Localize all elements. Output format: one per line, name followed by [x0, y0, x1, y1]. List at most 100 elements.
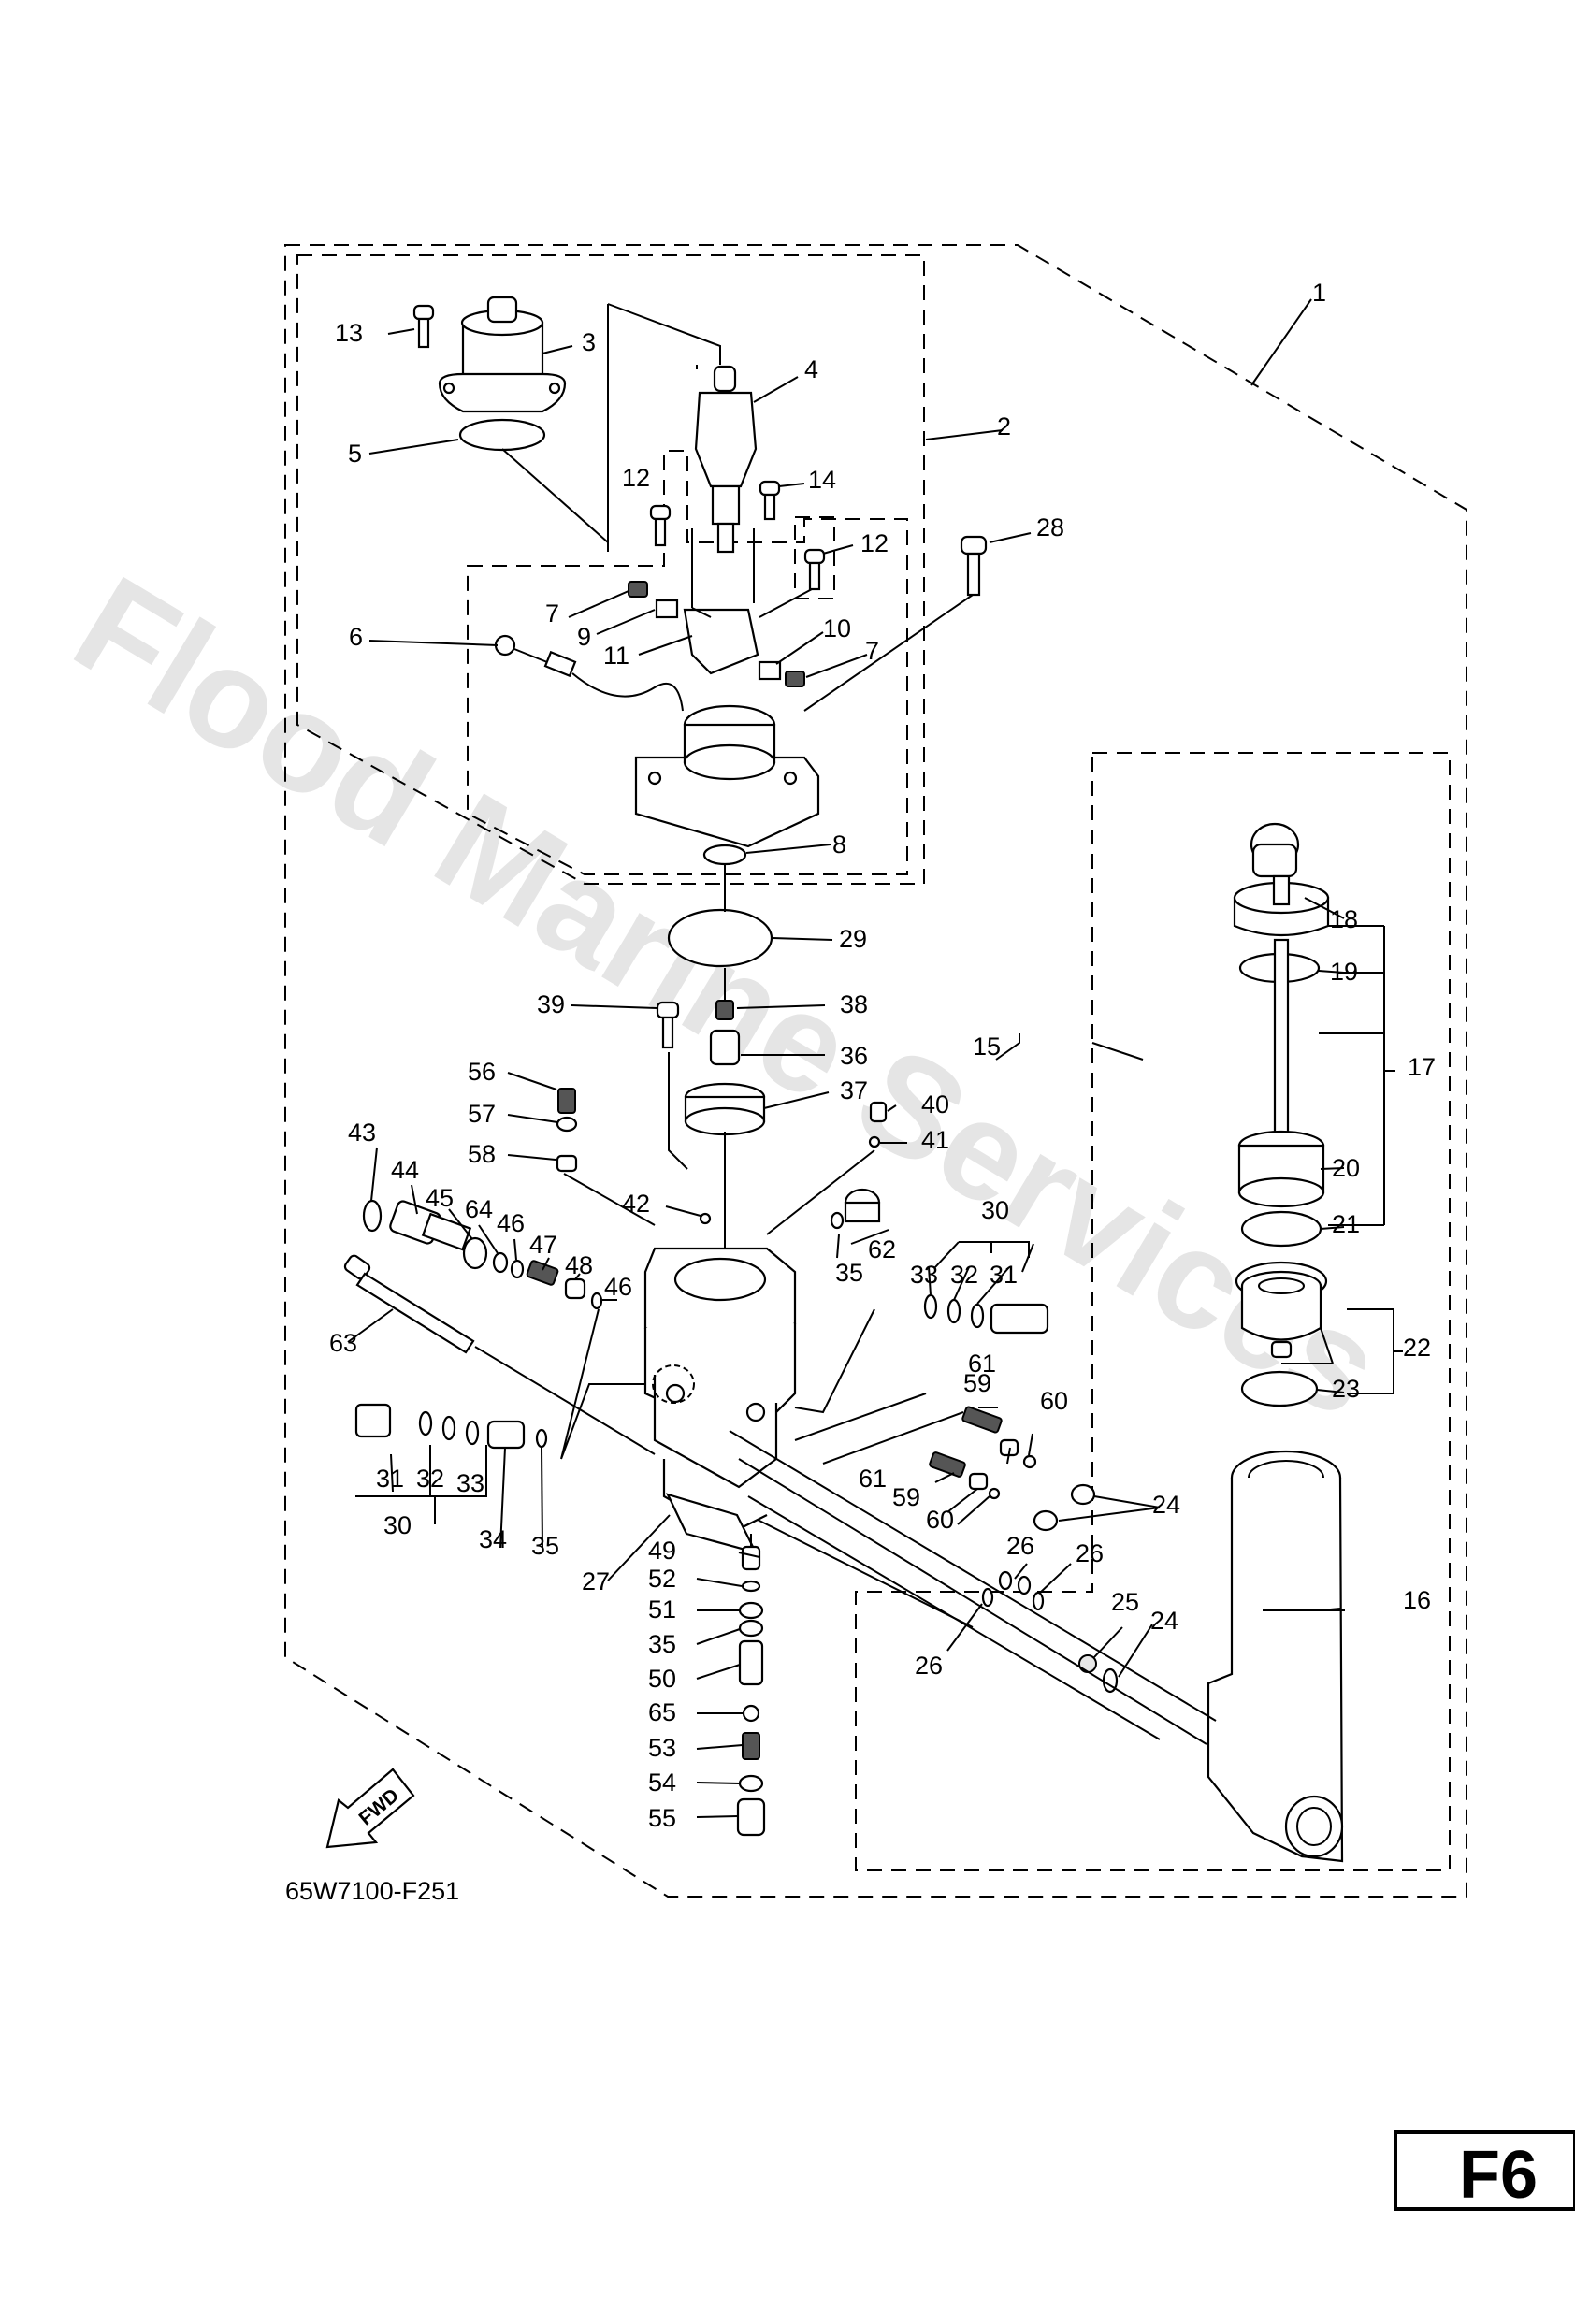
screw-part-49 [741, 1545, 761, 1571]
callout-c18: 18 [1330, 905, 1358, 933]
callout-c21: 21 [1332, 1210, 1360, 1238]
plug-part-58 [556, 1154, 578, 1173]
spring-part-61b [929, 1451, 966, 1478]
o-ring-part-32b [946, 1298, 961, 1324]
callout-c31a: 31 [990, 1261, 1018, 1289]
callout-c19: 19 [1330, 958, 1358, 986]
callout-c62: 62 [868, 1235, 896, 1263]
motor-part-3 [438, 296, 567, 413]
spring-part-7b [785, 671, 805, 687]
callout-c35b: 35 [648, 1630, 676, 1658]
callout-c50: 50 [648, 1665, 676, 1693]
o-ring-part-35a [535, 1428, 548, 1449]
callout-c57: 57 [468, 1100, 496, 1128]
o-ring-part-24-upper [1070, 1483, 1096, 1506]
callout-c32b: 32 [416, 1465, 444, 1493]
plug-part-31b [990, 1303, 1049, 1335]
block-part-10 [758, 660, 782, 681]
bolt-part-28 [960, 535, 988, 597]
callout-c26a: 26 [1006, 1532, 1034, 1560]
ball-part-60b [988, 1487, 1001, 1500]
callout-c35c: 35 [835, 1259, 863, 1287]
callout-c36: 36 [840, 1042, 868, 1070]
callout-c49: 49 [648, 1537, 676, 1565]
o-ring-part-33a [441, 1415, 456, 1441]
callout-c7b: 7 [865, 637, 879, 665]
screw-part-12a [649, 504, 672, 547]
callout-c61b: 61 [859, 1465, 887, 1493]
callout-c8: 8 [832, 830, 846, 859]
motor-base [634, 704, 820, 848]
callout-c48: 48 [565, 1251, 593, 1279]
callout-c53: 53 [648, 1734, 676, 1762]
callout-c35a: 35 [531, 1532, 559, 1560]
o-ring-part-23 [1240, 1370, 1319, 1407]
valve-part-34 [486, 1420, 526, 1450]
spring-part-61a [961, 1406, 1003, 1434]
bolt-part-39 [656, 1001, 680, 1049]
callout-c44: 44 [391, 1156, 419, 1184]
callout-c63: 63 [329, 1329, 357, 1357]
callout-c27: 27 [582, 1567, 610, 1595]
page-code: F6 [1459, 2138, 1538, 2213]
callout-c28: 28 [1036, 513, 1064, 541]
group-outlines [284, 244, 1467, 1898]
callout-c60a: 60 [1040, 1387, 1068, 1415]
callout-c13: 13 [335, 319, 363, 347]
callout-c52: 52 [648, 1565, 676, 1593]
o-ring-part-26c [1032, 1591, 1045, 1611]
callout-c37: 37 [840, 1076, 868, 1104]
holder-part-11 [683, 608, 759, 675]
callout-c5: 5 [348, 440, 362, 468]
callout-c56: 56 [468, 1058, 496, 1086]
tube-lower [757, 1519, 974, 1628]
callout-c30a: 30 [981, 1196, 1009, 1224]
o-ring-part-33c [465, 1420, 480, 1446]
callout-c11: 11 [603, 642, 629, 670]
callout-c12a: 12 [622, 464, 650, 492]
callout-c64: 64 [465, 1195, 493, 1223]
o-ring-part-54 [738, 1774, 764, 1793]
part-drawings [343, 296, 1344, 1863]
callout-c29: 29 [839, 925, 867, 953]
pin-part-40 [869, 1101, 888, 1123]
callout-c43: 43 [348, 1119, 376, 1147]
o-ring-part-24-lower [1033, 1509, 1059, 1532]
o-ring-part-51 [738, 1601, 764, 1620]
valve-part-37 [684, 1082, 766, 1136]
callout-c59a: 59 [963, 1369, 991, 1397]
plug-part-59b [968, 1472, 989, 1491]
page-code-box [1394, 2130, 1575, 2211]
screw-part-14 [759, 480, 781, 521]
spool-part-36 [709, 1029, 741, 1066]
o-ring-part-35b [738, 1619, 764, 1638]
spring-part-56 [557, 1088, 576, 1114]
lead-wire-part-6 [494, 634, 684, 712]
callout-c25: 25 [1111, 1588, 1139, 1616]
valve-part-50 [738, 1639, 764, 1686]
subgroup-inner-outline [467, 450, 908, 875]
ball-part-60a [1022, 1454, 1037, 1469]
assembly-15-outline [855, 752, 1451, 1871]
screw-part-13 [412, 304, 435, 349]
plug-part-48 [564, 1277, 586, 1300]
seal-part-8 [702, 844, 747, 866]
o-ring-part-33b [923, 1293, 938, 1320]
plug-part-62 [844, 1188, 881, 1223]
callout-c31b: 31 [376, 1465, 404, 1493]
callout-c12b: 12 [860, 529, 889, 557]
assembly-2-outline [296, 254, 925, 885]
callout-c15: 15 [973, 1032, 1001, 1061]
callout-c22: 22 [1403, 1334, 1431, 1362]
callout-c40: 40 [921, 1090, 949, 1119]
callout-c26c: 26 [915, 1652, 943, 1680]
o-ring-part-26b [1017, 1575, 1032, 1595]
filter-part-25 [1078, 1654, 1097, 1673]
callout-c24a: 24 [1152, 1491, 1180, 1519]
o-ring-part-20 [1240, 1210, 1322, 1248]
callout-c32a: 32 [950, 1261, 978, 1289]
spring-part-53 [742, 1732, 760, 1760]
